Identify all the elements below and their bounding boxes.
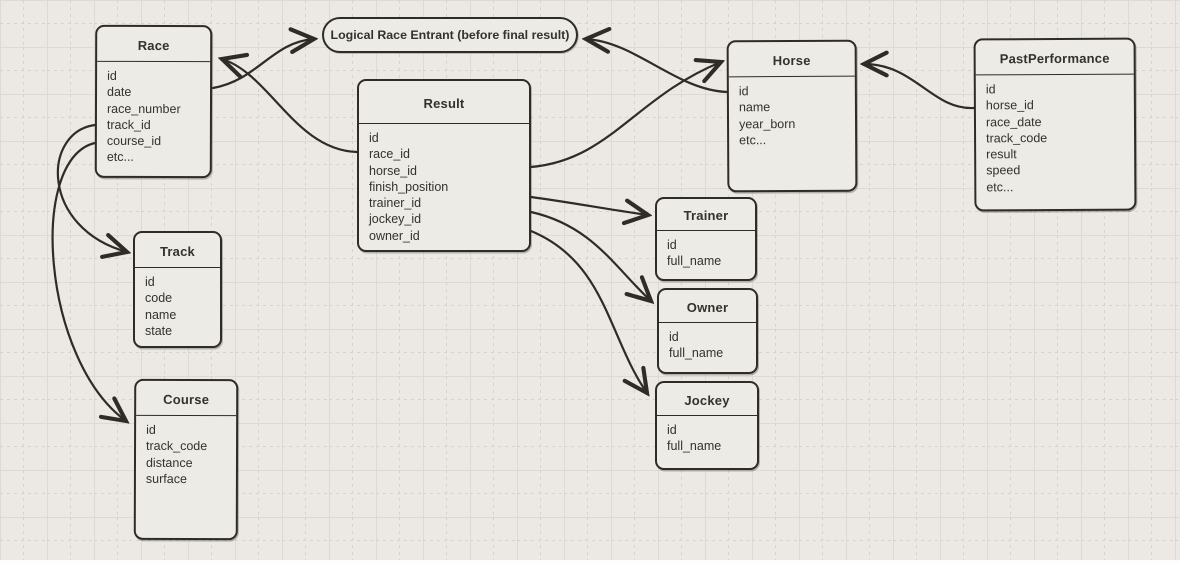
- entity-title: Owner: [659, 290, 756, 323]
- field-row: etc...: [106, 150, 134, 165]
- field-row: finish_position: [369, 179, 449, 194]
- field-row: year_born: [739, 116, 796, 131]
- entity-title: Jockey: [657, 383, 757, 416]
- entity-title: Race: [97, 26, 211, 63]
- field-row: state: [145, 323, 173, 338]
- arrow-result-to-trainer: [529, 195, 648, 215]
- field-row: id: [669, 330, 679, 344]
- field-row: course_id: [106, 134, 162, 149]
- field-row: full_name: [669, 346, 724, 361]
- field-row: id: [107, 68, 117, 83]
- field-row: full_name: [667, 254, 722, 269]
- arrow-horse-to-entrant: [586, 39, 729, 94]
- entity-fields: id full_name: [659, 323, 756, 362]
- field-row: id: [667, 423, 677, 437]
- field-row: name: [738, 100, 771, 115]
- field-row: etc...: [739, 133, 767, 148]
- entity-fields: id name year_born etc...: [729, 77, 855, 149]
- field-row: race_id: [369, 147, 410, 162]
- entity-past-performance: PastPerformance id horse_id race_date tr…: [973, 37, 1137, 212]
- entity-jockey: Jockey id full_name: [655, 381, 759, 470]
- arrow-result-to-race: [222, 59, 359, 154]
- entity-title: Trainer: [657, 199, 755, 231]
- entity-title: Result: [359, 81, 529, 124]
- entity-fields: id track_code distance surface: [136, 416, 236, 488]
- entity-race: Race id date race_number track_id course…: [94, 24, 213, 179]
- entity-course: Course id track_code distance surface: [133, 378, 239, 541]
- arrow-result-to-horse: [529, 62, 721, 169]
- field-row: race_date: [985, 114, 1042, 129]
- arrow-result-to-owner: [529, 210, 651, 301]
- field-row: date: [107, 85, 132, 100]
- field-row: name: [145, 307, 177, 322]
- entity-title: Track: [135, 233, 220, 268]
- field-row: distance: [145, 455, 193, 470]
- field-row: track_code: [986, 130, 1048, 146]
- field-row: track_id: [106, 117, 151, 132]
- field-row: etc...: [986, 179, 1014, 195]
- entity-fields: id full_name: [657, 231, 755, 270]
- field-row: full_name: [667, 439, 722, 454]
- entity-trainer: Trainer id full_name: [655, 197, 757, 281]
- bubble-label: Logical Race Entrant (before final resul…: [330, 28, 570, 42]
- field-row: owner_id: [369, 228, 420, 243]
- arrow-pastperformance-to-horse: [864, 64, 976, 110]
- arrow-result-to-jockey: [529, 229, 647, 393]
- entity-fields: id code name state: [135, 268, 220, 339]
- field-row: id: [145, 275, 155, 289]
- entity-owner: Owner id full_name: [657, 288, 758, 374]
- arrow-race-to-track: [56, 123, 127, 252]
- arrow-race-to-course: [51, 141, 126, 421]
- field-row: code: [145, 291, 173, 306]
- field-row: id: [146, 422, 156, 437]
- field-row: race_number: [106, 101, 181, 116]
- entity-title: Course: [136, 380, 237, 417]
- entity-fields: id full_name: [657, 416, 757, 455]
- field-row: track_code: [146, 439, 208, 454]
- entity-result: Result id race_id horse_id finish_positi…: [357, 79, 531, 252]
- field-row: horse_id: [985, 98, 1034, 113]
- field-row: horse_id: [369, 163, 417, 178]
- field-row: id: [985, 82, 996, 97]
- entity-title: PastPerformance: [975, 39, 1134, 76]
- arrow-race-to-entrant: [211, 39, 314, 90]
- entity-logical-race-entrant: Logical Race Entrant (before final resul…: [322, 17, 578, 53]
- field-row: surface: [145, 471, 187, 486]
- field-row: speed: [986, 163, 1021, 178]
- canvas-bottom-edge: [0, 560, 1180, 564]
- field-row: trainer_id: [369, 196, 422, 211]
- field-row: result: [986, 147, 1017, 162]
- entity-horse: Horse id name year_born etc...: [726, 39, 858, 193]
- entity-fields: id race_id horse_id finish_position trai…: [359, 124, 529, 244]
- field-row: id: [667, 238, 677, 252]
- entity-title: Horse: [728, 41, 855, 78]
- field-row: id: [738, 84, 749, 99]
- entity-fields: id date race_number track_id course_id e…: [97, 62, 210, 166]
- entity-fields: id horse_id race_date track_code result …: [976, 75, 1135, 196]
- field-row: id: [369, 131, 379, 145]
- field-row: jockey_id: [369, 212, 422, 227]
- entity-track: Track id code name state: [133, 231, 222, 348]
